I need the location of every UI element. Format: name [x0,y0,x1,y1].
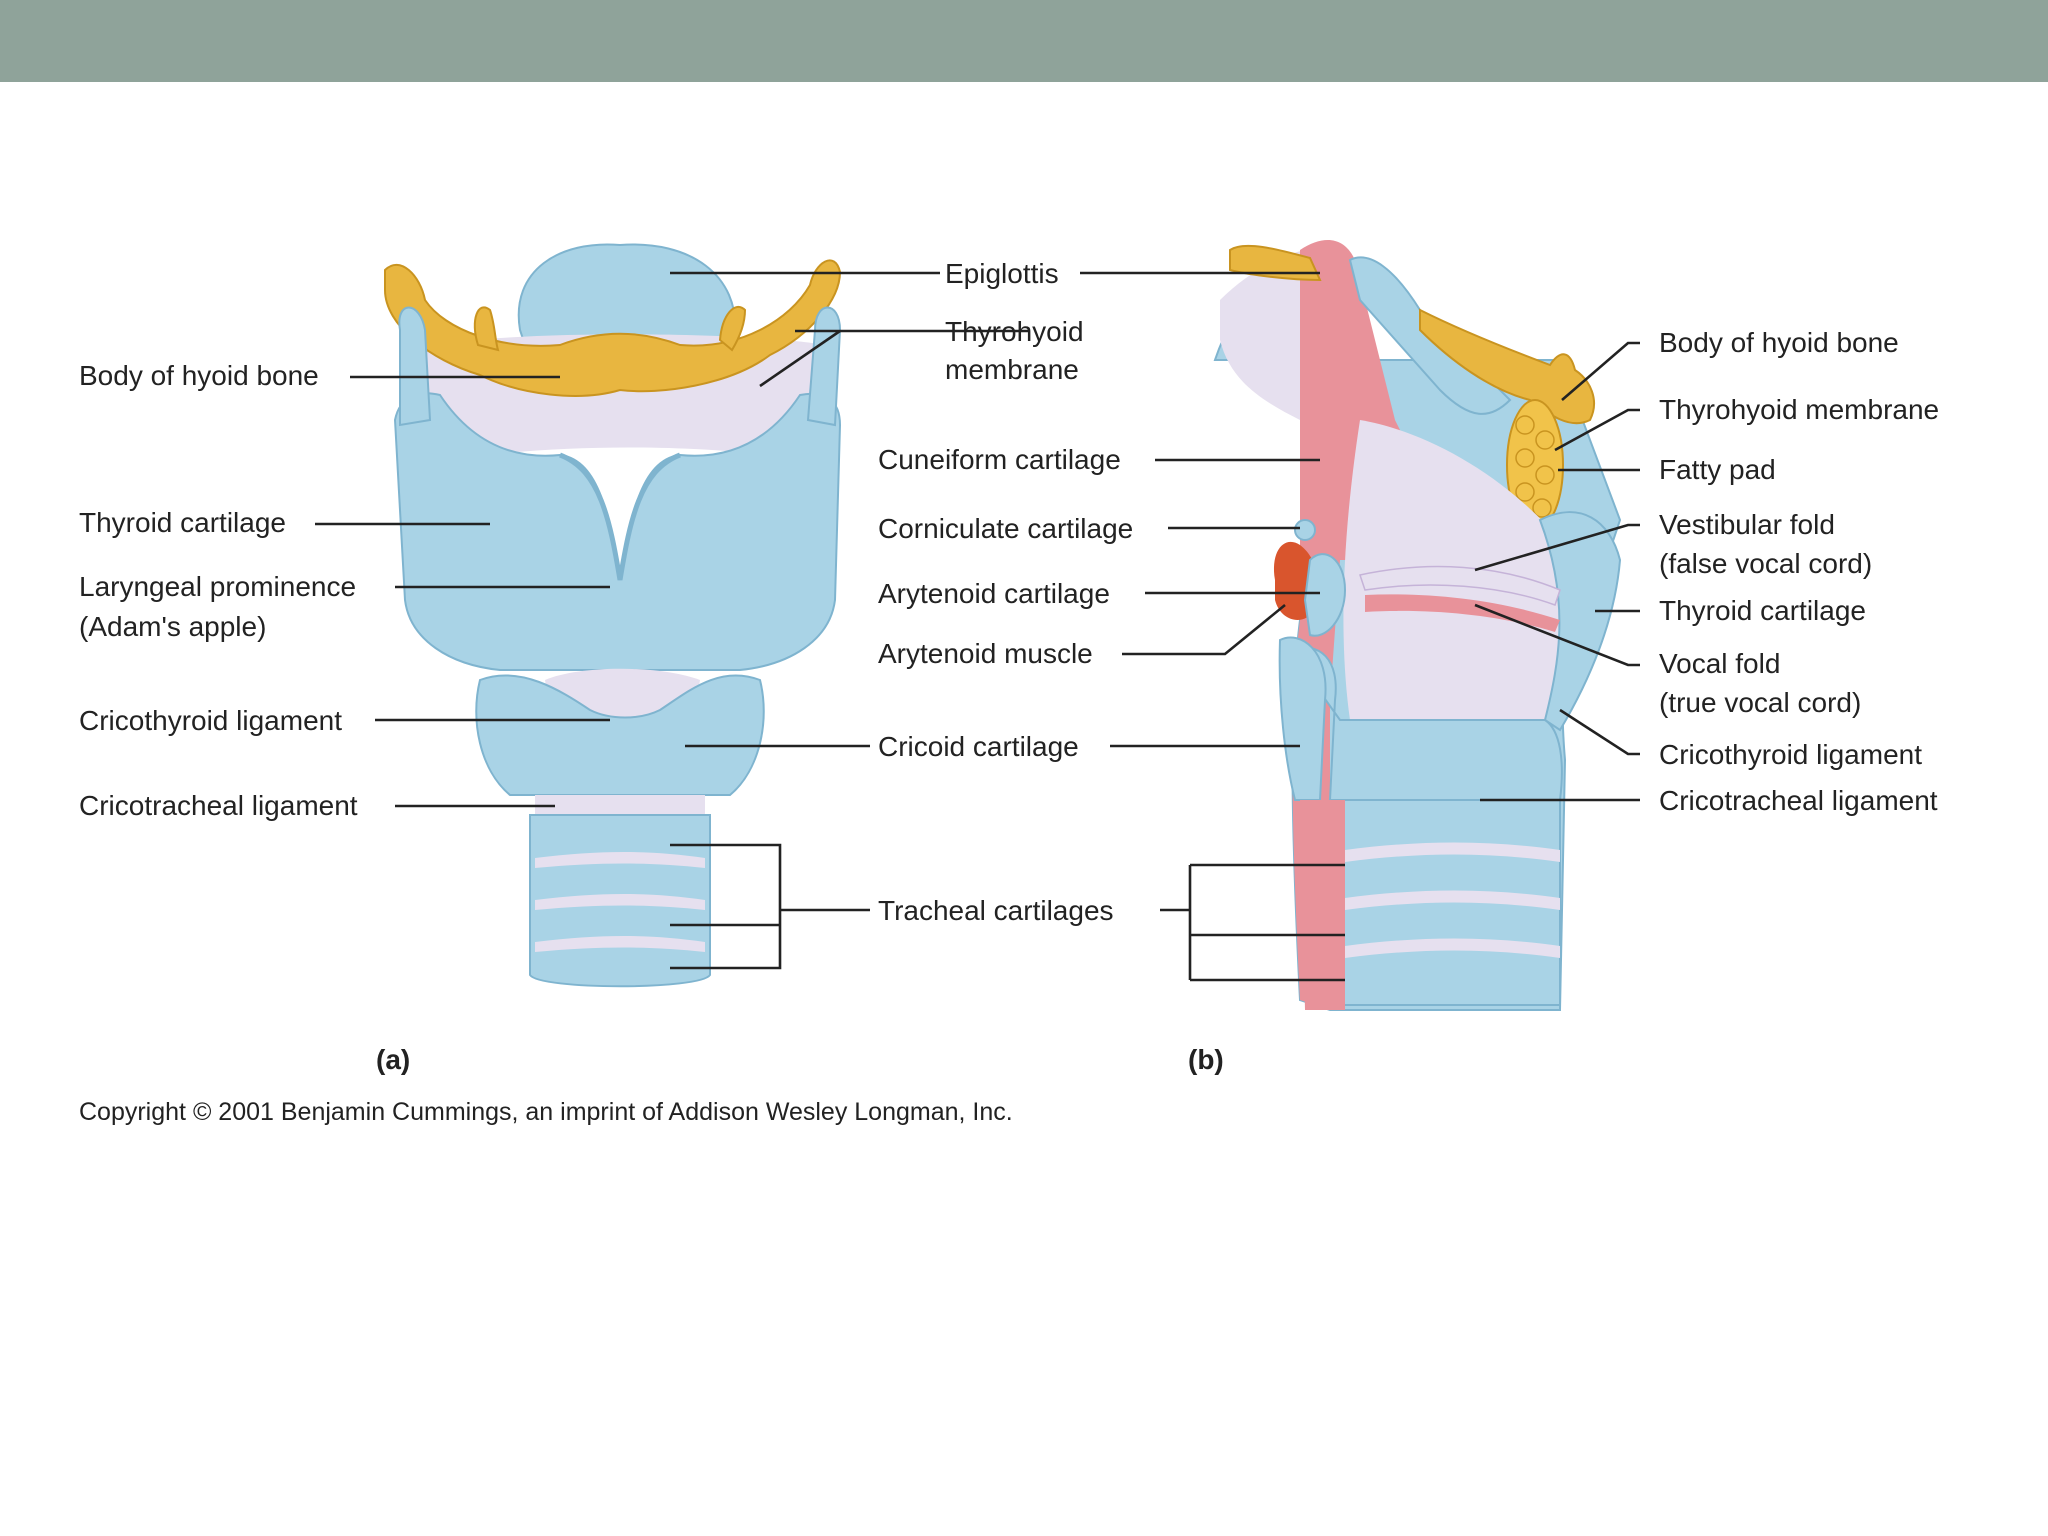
superior-horn-left [398,306,432,427]
label-thyrohyoid-center-2: membrane [945,354,1079,385]
label-right-thyrohyoid: Thyrohyoid membrane [1659,394,1939,425]
label-vestibular-1: Vestibular fold [1659,509,1835,540]
trachea-mucosa-b [1300,800,1345,1010]
label-cuneiform: Cuneiform cartilage [878,444,1121,475]
label-laryngeal-2: (Adam's apple) [79,611,266,642]
tracheal-gap-b3 [1345,938,1560,958]
thyroid-notch-shadow [559,452,681,581]
hyoid-horn-right [718,305,747,352]
copyright-notice: Copyright © 2001 Benjamin Cummings, an i… [79,1098,1013,1126]
vestibular-fold-b [1359,565,1561,606]
tracheal-gap-b1 [1345,842,1560,862]
cricoid-lamina-b [1278,636,1327,801]
sagittal-view-illustration [1213,240,1622,1011]
label-left-thyroid: Thyroid cartilage [79,507,286,538]
label-thyrohyoid-center-1: Thyrohyoid [945,316,1084,347]
label-arytenoid-cartilage: Arytenoid cartilage [878,578,1110,609]
arytenoid-cartilage-b [1303,553,1347,637]
thyroid-cartilage-a [393,392,842,671]
label-fatty-pad: Fatty pad [1659,454,1776,485]
hyoid-horn-left [473,306,500,352]
label-right-cricothyroid: Cricothyroid ligament [1659,739,1922,770]
header-bar [0,0,2048,82]
label-vestibular-2: (false vocal cord) [1659,548,1872,579]
corniculate-cartilage-b [1294,519,1316,541]
cricoid-cartilage-a [475,674,765,796]
label-cricoid: Cricoid cartilage [878,731,1079,762]
tracheal-ring-gap-3 [535,936,705,952]
fat-lobules [1515,415,1555,518]
label-vocal-2: (true vocal cord) [1659,687,1861,718]
panel-label-b: (b) [1188,1044,1224,1075]
label-arytenoid-muscle: Arytenoid muscle [878,638,1093,669]
tracheal-gap-b2 [1345,890,1560,910]
label-laryngeal-1: Laryngeal prominence [79,571,356,602]
label-right-hyoid: Body of hyoid bone [1659,327,1899,358]
label-right-cricotracheal: Cricotracheal ligament [1659,785,1938,816]
label-left-cricothyroid: Cricothyroid ligament [79,705,342,736]
leader-lines [315,271,1640,982]
hyoid-bone-a [384,259,842,397]
label-left-hyoid: Body of hyoid bone [79,360,319,391]
labels: Epiglottis Thyrohyoid membrane Cuneiform… [79,258,1939,1126]
tracheal-ring-gap-1 [535,852,705,868]
label-vocal-1: Vocal fold [1659,648,1780,679]
thyrohyoid-membrane-b [1220,250,1310,420]
tracheal-ring-gap-2 [535,894,705,910]
anterior-view-illustration [384,243,842,988]
label-epiglottis: Epiglottis [945,258,1059,289]
label-left-cricotracheal: Cricotracheal ligament [79,790,358,821]
hyoid-body-b [1419,308,1595,425]
vocal-fold-b [1365,594,1560,632]
panel-label-a: (a) [376,1044,410,1075]
label-tracheal: Tracheal cartilages [878,895,1114,926]
cricotracheal-ligament-a [535,795,705,815]
label-right-thyroid: Thyroid cartilage [1659,595,1866,626]
label-corniculate: Corniculate cartilage [878,513,1133,544]
